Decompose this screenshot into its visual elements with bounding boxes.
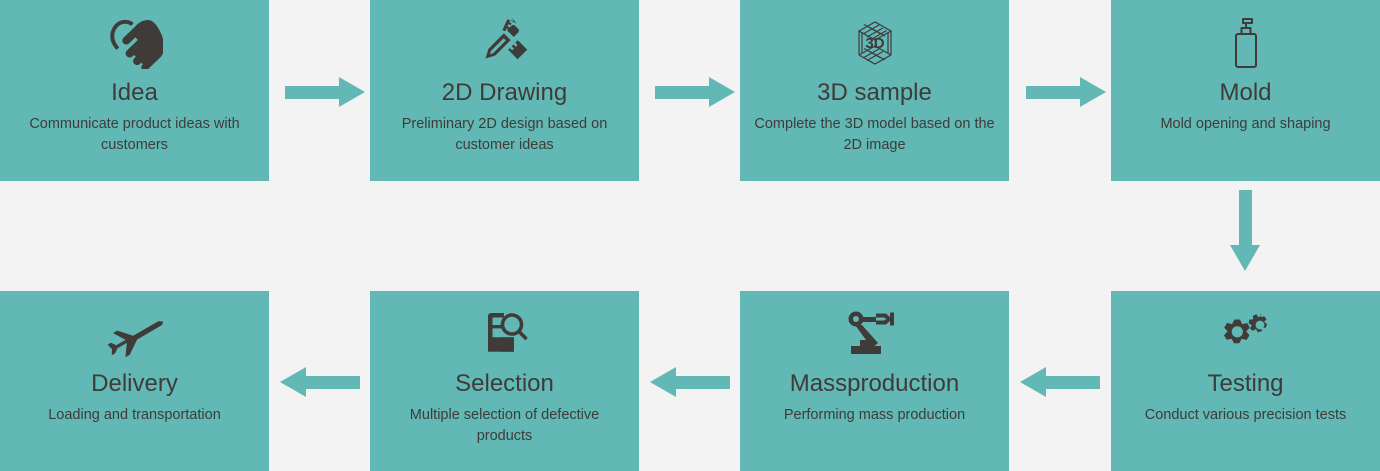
arrow-head [1020,367,1046,397]
step-title: Delivery [91,370,178,397]
handshake-heart-icon [107,12,163,74]
airplane-icon [104,303,166,365]
3d-cube-icon: 3D [847,12,903,74]
3d-icon-label: 3D [865,35,884,52]
step-card-delivery[interactable]: Delivery Loading and transportation [0,291,269,471]
step-card-idea[interactable]: Idea Communicate product ideas with cust… [0,0,269,181]
step-title: Mold [1219,79,1272,106]
arrow-head [280,367,306,397]
step-title: 3D sample [817,79,932,106]
step-description: Performing mass production [783,407,966,423]
step-description: Preliminary 2D design based on customer … [401,116,608,153]
step-card-testing[interactable]: Testing Conduct various precision tests [1111,291,1380,471]
arrow-shaft [285,86,341,99]
gears-icon [1220,303,1272,365]
document-magnifier-icon [479,303,531,365]
step-title: Selection [455,370,554,397]
arrow-shaft [304,376,360,389]
step-card-massproduction[interactable]: Massproduction Performing mass productio… [740,291,1009,471]
step-description: Multiple selection of defective products [409,407,600,444]
step-card-2d-drawing[interactable]: 2D Drawing Preliminary 2D design based o… [370,0,639,181]
step-description: Mold opening and shaping [1160,116,1331,132]
connector-arrow-selection-to-delivery [280,367,360,397]
connector-arrow-3d-to-mold [1026,77,1106,107]
arrow-head [650,367,676,397]
arrow-shaft [1044,376,1100,389]
arrow-shaft [1239,190,1252,247]
arrow-shaft [1026,86,1082,99]
arrow-head [339,77,365,107]
step-description: Loading and transportation [48,407,221,423]
step-card-3d-sample[interactable]: 3D 3D sample Complete the 3D model based… [740,0,1009,181]
step-title: Idea [111,79,158,106]
step-card-selection[interactable]: Selection Multiple selection of defectiv… [370,291,639,471]
pencil-ruler-icon [479,12,531,74]
arrow-head [1230,245,1260,271]
step-title: 2D Drawing [441,79,568,106]
connector-arrow-idea-to-2d [285,77,365,107]
step-title: Testing [1207,370,1284,397]
robot-arm-icon [846,303,904,365]
arrow-shaft [674,376,730,389]
arrow-shaft [655,86,711,99]
connector-arrow-mold-to-testing [1230,190,1260,271]
connector-arrow-testing-to-massproduction [1020,367,1100,397]
step-description: Complete the 3D model based on the 2D im… [754,116,995,153]
arrow-head [1080,77,1106,107]
pump-bottle-icon [1226,12,1266,74]
step-description: Communicate product ideas with customers [29,116,240,153]
connector-arrow-massproduction-to-selection [650,367,730,397]
arrow-head [709,77,735,107]
connector-arrow-2d-to-3d [655,77,735,107]
step-description: Conduct various precision tests [1144,407,1347,423]
step-card-mold[interactable]: Mold Mold opening and shaping [1111,0,1380,181]
step-title: Massproduction [789,370,960,397]
